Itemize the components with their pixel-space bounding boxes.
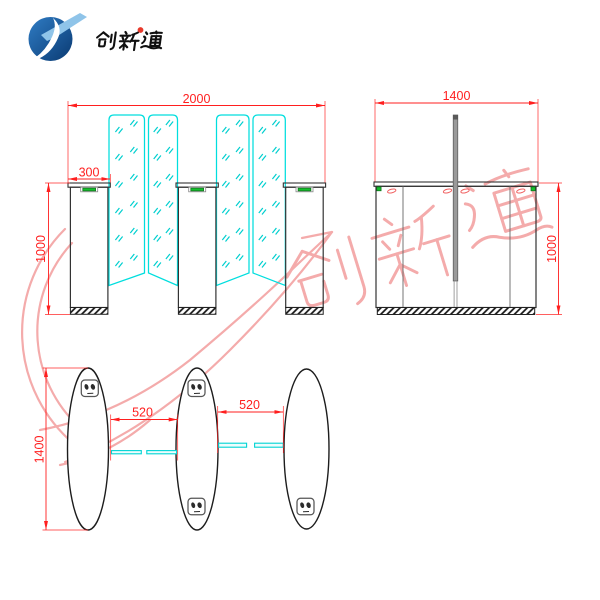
cabinet-left	[67, 182, 111, 315]
wing-pole-cap	[453, 115, 458, 120]
led-indicator	[530, 186, 536, 192]
led-indicator	[190, 187, 204, 192]
watermark-arrowhead	[298, 230, 334, 264]
wing-path	[146, 450, 178, 455]
dim-right-lane: 520	[239, 398, 260, 412]
watermark-swoosh	[63, 230, 334, 464]
cabinet-middle	[175, 182, 219, 315]
watermark-globe-arc-inner	[36, 241, 87, 434]
cabinet-base	[285, 307, 324, 315]
dim-front-height: 1000	[34, 235, 48, 263]
card-reader-icon	[187, 497, 206, 516]
glass-wing	[147, 114, 179, 287]
logo	[28, 13, 165, 61]
top-dimensions: 1400 520 520	[33, 367, 284, 531]
slot-ovals	[387, 188, 526, 194]
dim-top-depth: 1400	[33, 436, 47, 464]
dim-depth: 1400	[443, 89, 471, 103]
watermark-globe-arc-outer	[21, 227, 76, 446]
front-view: 2000 300 1000	[34, 92, 327, 315]
cabinet-base	[177, 307, 217, 315]
wing-path	[110, 450, 142, 455]
logo-red-dot	[137, 27, 144, 33]
dim-side-height: 1000	[545, 235, 559, 263]
top-view: 1400 520 520	[33, 367, 330, 531]
wing-path	[254, 442, 284, 448]
logo-arrow-icon	[41, 13, 87, 41]
glass-wing	[252, 114, 286, 287]
cabinet-base	[376, 307, 536, 315]
logo-text	[94, 30, 165, 52]
logo-swoosh-tail	[30, 51, 44, 59]
led-indicator	[297, 187, 312, 192]
lane-ellipse	[283, 368, 330, 530]
side-dimensions: 1400 1000	[374, 89, 562, 315]
glass-wing	[108, 114, 146, 287]
wing-path	[218, 442, 248, 448]
card-reader-icon	[296, 497, 315, 516]
led-indicator	[82, 187, 96, 192]
wing-pole	[452, 114, 459, 282]
logo-swoosh-icon	[35, 18, 60, 58]
card-reader-icon	[80, 379, 99, 398]
dim-cabinet-width: 300	[79, 166, 100, 180]
side-view: 1400 1000	[373, 89, 562, 315]
front-dimensions: 2000 300 1000	[34, 92, 326, 315]
glass-sparkle-icon	[114, 119, 281, 269]
glass-wing	[215, 114, 250, 287]
dim-left-lane: 520	[132, 406, 153, 420]
cabinet-base	[69, 307, 109, 315]
cabinet-right	[282, 182, 327, 315]
led-indicator	[376, 186, 382, 192]
card-reader-icon	[187, 379, 206, 398]
dim-total-width: 2000	[183, 92, 211, 106]
